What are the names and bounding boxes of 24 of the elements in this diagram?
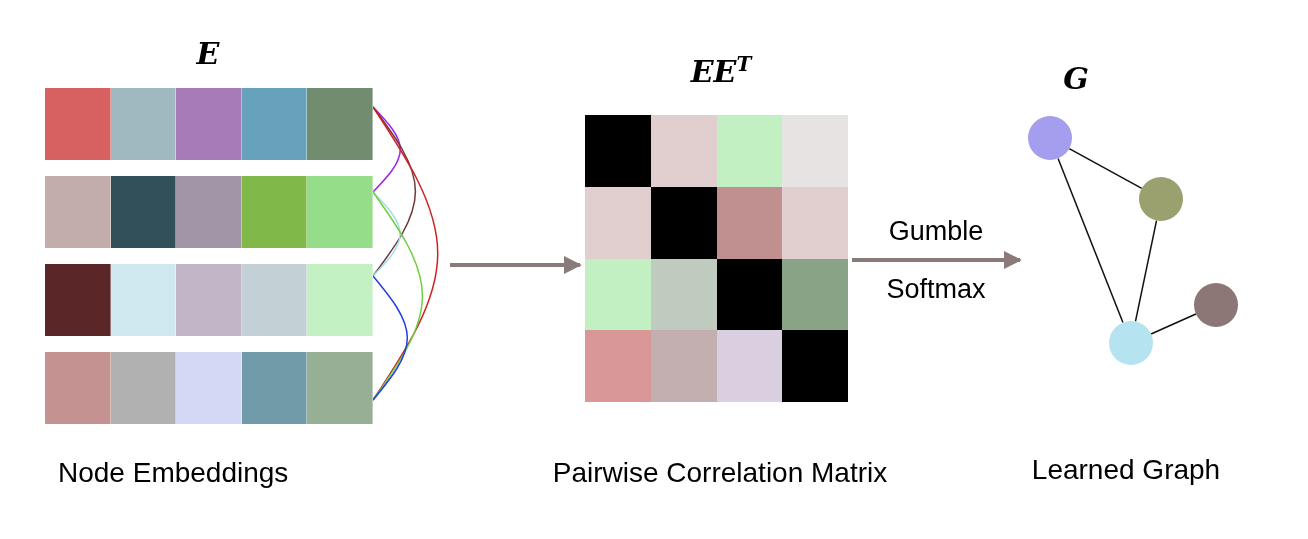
connector-line	[372, 191, 401, 277]
node-label: Pairwise Correlation Matrix	[552, 456, 888, 490]
connector-line	[1057, 157, 1124, 324]
math-symbol: E	[196, 36, 220, 72]
graph-node-circle	[1109, 321, 1153, 365]
connector-line	[1150, 313, 1197, 335]
connector-line	[1068, 147, 1143, 190]
graph-node-circle	[1028, 116, 1072, 160]
node-label: Learned Graph	[1031, 453, 1221, 487]
embedding-row	[45, 264, 373, 336]
arrow	[852, 251, 1022, 269]
edge-label: Gumble Softmax	[885, 215, 987, 306]
embedding-row	[45, 88, 373, 160]
connector-line	[1134, 219, 1158, 323]
node-label: Node Embeddings	[58, 456, 289, 490]
arrow	[450, 256, 582, 274]
graph-node-circle	[1139, 177, 1183, 221]
math-symbol: EE$^{T}$	[690, 51, 752, 90]
embedding-row	[45, 176, 373, 248]
embedding-row	[45, 352, 373, 424]
connector-line	[372, 275, 409, 401]
math-symbol: G	[1063, 61, 1089, 97]
graph-node-circle	[1194, 283, 1238, 327]
connector-line	[372, 106, 402, 193]
